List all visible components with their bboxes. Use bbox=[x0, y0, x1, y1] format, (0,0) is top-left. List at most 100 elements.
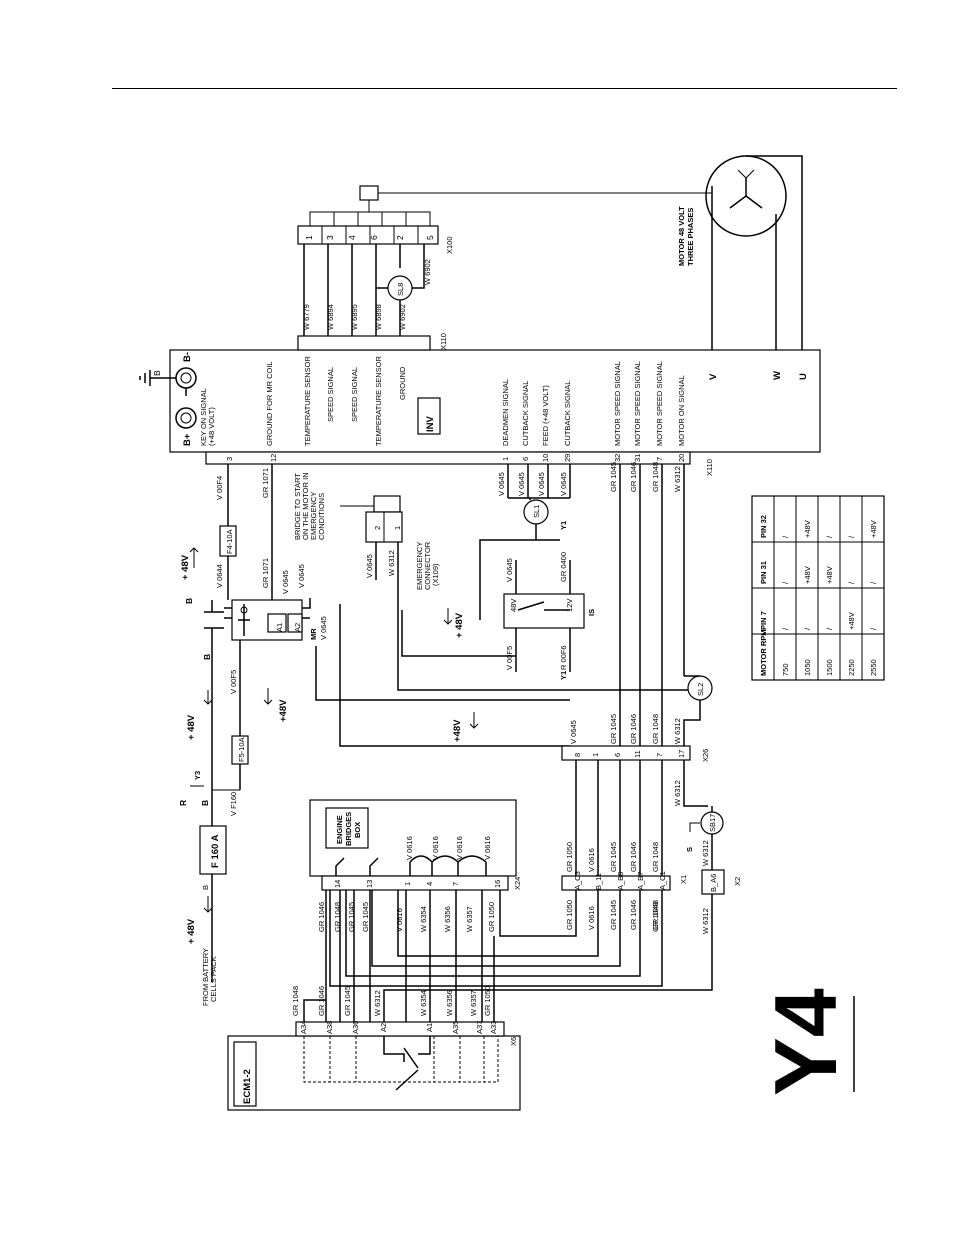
mr-a1: A1 bbox=[275, 623, 284, 632]
emergency-label-1: EMERGENCY bbox=[415, 542, 424, 590]
top-signal: TEMPERATURE SENSOR bbox=[374, 356, 383, 446]
x2-pin: B_A6 bbox=[709, 874, 718, 892]
rpm-table-cell: / bbox=[781, 627, 790, 630]
rpm-table-cell: 2550 bbox=[869, 659, 878, 676]
rpm-table-cell: 1050 bbox=[803, 659, 812, 676]
sb17-label: SB17 bbox=[708, 814, 717, 832]
x110-pin: 12 bbox=[269, 454, 278, 462]
sl1-wire: V 0645 bbox=[559, 472, 568, 496]
x110-pin: 3 bbox=[225, 457, 234, 461]
x110-bottom-label: X110 bbox=[705, 459, 714, 476]
fuse-f5: F5-10A bbox=[237, 737, 246, 762]
inverter-block: X110 B+ B- B INV KEY ON SIGNAL (+48 VOLT… bbox=[139, 333, 821, 453]
box-label: ENGINE bbox=[335, 815, 344, 844]
from-label-1: FROM BATTERY bbox=[201, 948, 210, 1006]
x26-wire: GR 1048 bbox=[651, 714, 660, 744]
wire-label: W 6898 bbox=[374, 304, 383, 330]
x100-pin: 5 bbox=[425, 235, 435, 240]
x1-label: X1 bbox=[679, 875, 688, 884]
x24-left-wire: W 6357 bbox=[465, 906, 474, 932]
rpm-table-cell: / bbox=[781, 581, 790, 584]
x24-pin: 1 bbox=[403, 882, 412, 886]
x110-pin: 10 bbox=[541, 454, 550, 462]
wire-vf160: V F160 bbox=[229, 792, 238, 816]
wire-gr1071: GR 1071 bbox=[261, 468, 270, 498]
ecm-wire: W 6356 bbox=[445, 990, 454, 1016]
bridge-note-2: ON THE MOTOR IN bbox=[301, 472, 310, 540]
plus48v: + 48V bbox=[186, 714, 197, 740]
rpm-table-cell: / bbox=[869, 627, 878, 630]
ecm-wire: GR 1046 bbox=[317, 986, 326, 1016]
x26-label: X26 bbox=[701, 749, 710, 762]
x24-left-wire: GR 1045 bbox=[361, 902, 370, 932]
pin-signal: DEADMEN SIGNAL bbox=[501, 379, 510, 446]
x100-pin: 2 bbox=[395, 235, 405, 240]
wire-v00f5: V 00F5 bbox=[229, 670, 238, 694]
x1-right-wire: V 0616 bbox=[587, 848, 596, 872]
rpm-table-cell: 750 bbox=[781, 663, 790, 676]
x100-pin: 1 bbox=[304, 235, 314, 240]
x100-pin: 6 bbox=[369, 235, 379, 240]
ecm-pin: A2 bbox=[379, 1023, 388, 1032]
pin-signal: CUTBACK SIGNAL bbox=[521, 381, 530, 446]
bridge-note-4: CONDITIONS bbox=[317, 493, 326, 540]
supply-wiring: F 160 A FROM BATTERY CELLS PACK B R B Y3… bbox=[178, 547, 479, 1006]
x109-pin1: 1 bbox=[393, 526, 402, 530]
rpm-table-cell: 1500 bbox=[825, 659, 834, 676]
x26-connector: 8 1 6 11 7 17 X26 V 0645 GR 1045 GR 1046… bbox=[561, 714, 710, 876]
rpm-table-cell: / bbox=[847, 535, 856, 538]
x26-pin: 6 bbox=[613, 753, 622, 757]
box-label: BOX bbox=[353, 822, 362, 838]
is-v0645: V 0645 bbox=[505, 558, 514, 582]
x26-wire: W 6312 bbox=[673, 718, 682, 744]
x110-pin: 7 bbox=[655, 457, 664, 461]
pin-signal: MOTOR SPEED SIGNAL bbox=[613, 361, 622, 446]
rpm-table-cell: / bbox=[825, 535, 834, 538]
x110-pin: 20 bbox=[677, 454, 686, 462]
rpm-table-header: PIN 32 bbox=[759, 515, 768, 538]
x24-pin: 14 bbox=[333, 880, 342, 888]
x24-left-wire: V 0616 bbox=[395, 908, 404, 932]
sl1-wire: V 0645 bbox=[517, 472, 526, 496]
x100-label: X100 bbox=[445, 236, 454, 254]
supply-b2: B bbox=[200, 800, 210, 806]
ecm-pin: A38 bbox=[325, 1021, 334, 1034]
phase-u: U bbox=[798, 373, 809, 380]
rpm-table-cell: +48V bbox=[847, 612, 856, 630]
rpm-table-header: PIN 31 bbox=[759, 561, 768, 584]
mr-b-top: B bbox=[184, 598, 194, 604]
x26-pin: 1 bbox=[591, 753, 600, 757]
ground-label: B bbox=[152, 370, 162, 376]
x26-wire: GR 1046 bbox=[629, 714, 638, 744]
x24-left-wire: GR 1048 bbox=[333, 902, 342, 932]
sl8-label: SL8 bbox=[396, 283, 405, 296]
x26-w6312: W 6312 bbox=[673, 780, 682, 806]
pin-signal: MOTOR SPEED SIGNAL bbox=[655, 361, 664, 446]
ecm-pin: A1 bbox=[425, 1023, 434, 1032]
phase-w: W bbox=[772, 371, 783, 380]
x24-left-wire: GR 1048 bbox=[651, 902, 660, 932]
x109-v0645: V 0645 bbox=[365, 554, 374, 578]
ecm-block: ECM1-2 A34 A38 A36 A2 A1 A35 A37 A33 X6 … bbox=[227, 986, 521, 1111]
x100-pin: 4 bbox=[347, 235, 357, 240]
x1-right-wire: GR 1050 bbox=[565, 842, 574, 872]
supply-y3: Y3 bbox=[193, 771, 202, 780]
plus48v: + 48V bbox=[180, 554, 191, 580]
page-code: Y4 bbox=[756, 988, 855, 1096]
motor-symbol: MOTOR 48 VOLT THREE PHASES bbox=[677, 155, 803, 365]
motor-label-1: MOTOR 48 VOLT bbox=[677, 206, 686, 266]
ecm-wire: GR 1050 bbox=[483, 986, 492, 1016]
x24-pin: 7 bbox=[451, 882, 460, 886]
x24-v0616: V 0616 bbox=[405, 836, 414, 860]
mr-label: MR bbox=[309, 628, 318, 640]
ecm-connector: X6 bbox=[509, 1037, 518, 1046]
x110-pin: 6 bbox=[521, 457, 530, 461]
ecm-pin: A35 bbox=[451, 1021, 460, 1034]
pin3-signal: KEY ON SIGNAL bbox=[199, 388, 208, 446]
rpm-table-cell: +48V bbox=[869, 520, 878, 538]
top-signal: TEMPERATURE SENSOR bbox=[303, 356, 312, 446]
is-12v: 12V bbox=[565, 599, 574, 612]
pin-signal: CUTBACK SIGNAL bbox=[563, 381, 572, 446]
rpm-table-cell: / bbox=[825, 627, 834, 630]
rpm-table-cell: +48V bbox=[803, 520, 812, 538]
